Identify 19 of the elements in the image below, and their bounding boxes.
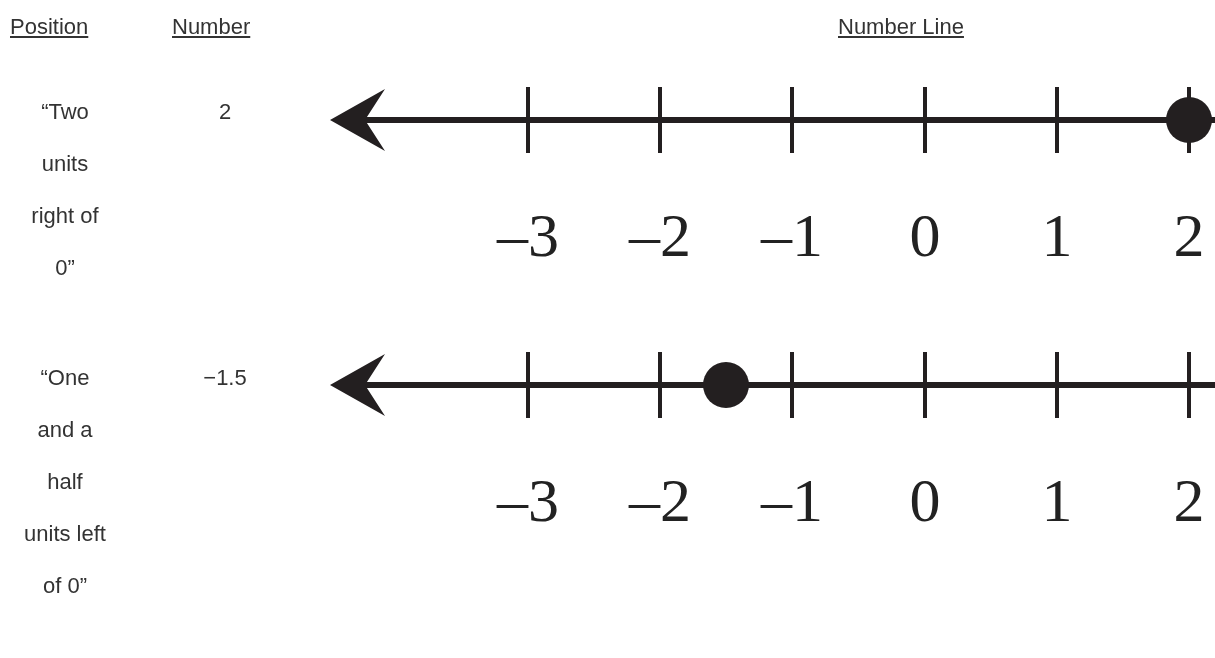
number-value: −1.5 (202, 364, 248, 392)
column-header: Position (10, 13, 89, 41)
number-value: 2 (217, 98, 233, 126)
tick-label: –2 (629, 465, 691, 535)
column-header: Number (172, 13, 251, 41)
tick-label: –2 (629, 200, 691, 270)
tick-label: 0 (909, 465, 941, 535)
tick-label: 1 (1041, 200, 1073, 270)
position-text: “One and a half units left of 0” (23, 364, 107, 600)
tick-label: 1 (1041, 465, 1073, 535)
tick-label: –3 (497, 200, 559, 270)
tick-label: 2 (1173, 200, 1205, 270)
column-header: Number Line (838, 13, 964, 41)
tick-label: –1 (761, 465, 823, 535)
tick-label: 2 (1173, 465, 1205, 535)
position-text: “Two units right of 0” (30, 98, 100, 282)
tick-label: –1 (761, 200, 823, 270)
tick-label: –3 (497, 465, 559, 535)
tick-label: 0 (909, 200, 941, 270)
